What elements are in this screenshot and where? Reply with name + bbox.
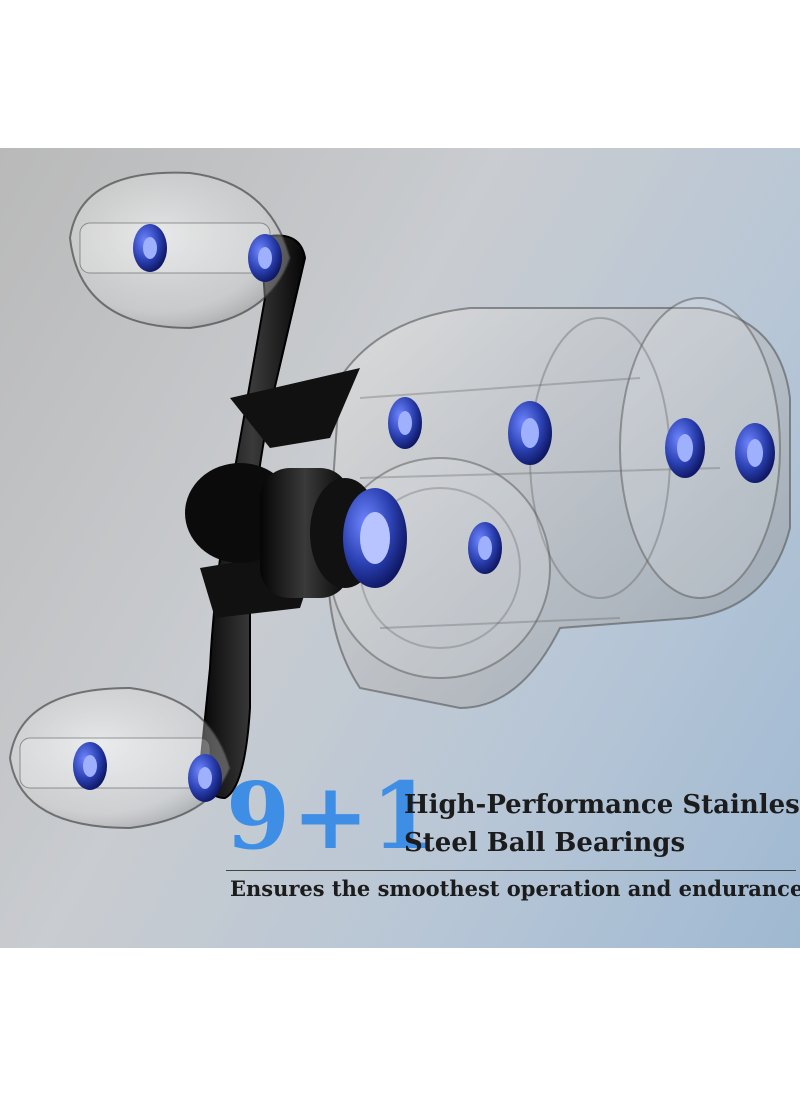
headline-line-1: High-Performance Stainless [404, 790, 800, 820]
bearing-count: 9+1 [226, 762, 438, 870]
reel-body [327, 297, 791, 710]
divider [226, 870, 796, 871]
bearing [388, 397, 422, 449]
bearing [665, 418, 705, 478]
headline-line-2: Steel Ball Bearings [404, 828, 686, 858]
bearing [188, 754, 222, 802]
headline: 9+1 High-Performance Stainless Steel Bal… [226, 766, 800, 876]
bearing [133, 224, 167, 272]
product-panel: 9+1 High-Performance Stainless Steel Bal… [0, 148, 800, 948]
bearing [73, 742, 107, 790]
lower-knob [8, 686, 232, 830]
upper-knob [68, 171, 292, 330]
bearing [468, 522, 502, 574]
bearing [735, 423, 775, 483]
reel-illustration [8, 171, 791, 830]
bearing [343, 488, 407, 588]
bearings [73, 224, 775, 802]
tagline: Ensures the smoothest operation and endu… [230, 876, 800, 901]
bearing [248, 234, 282, 282]
bearing [508, 401, 552, 465]
